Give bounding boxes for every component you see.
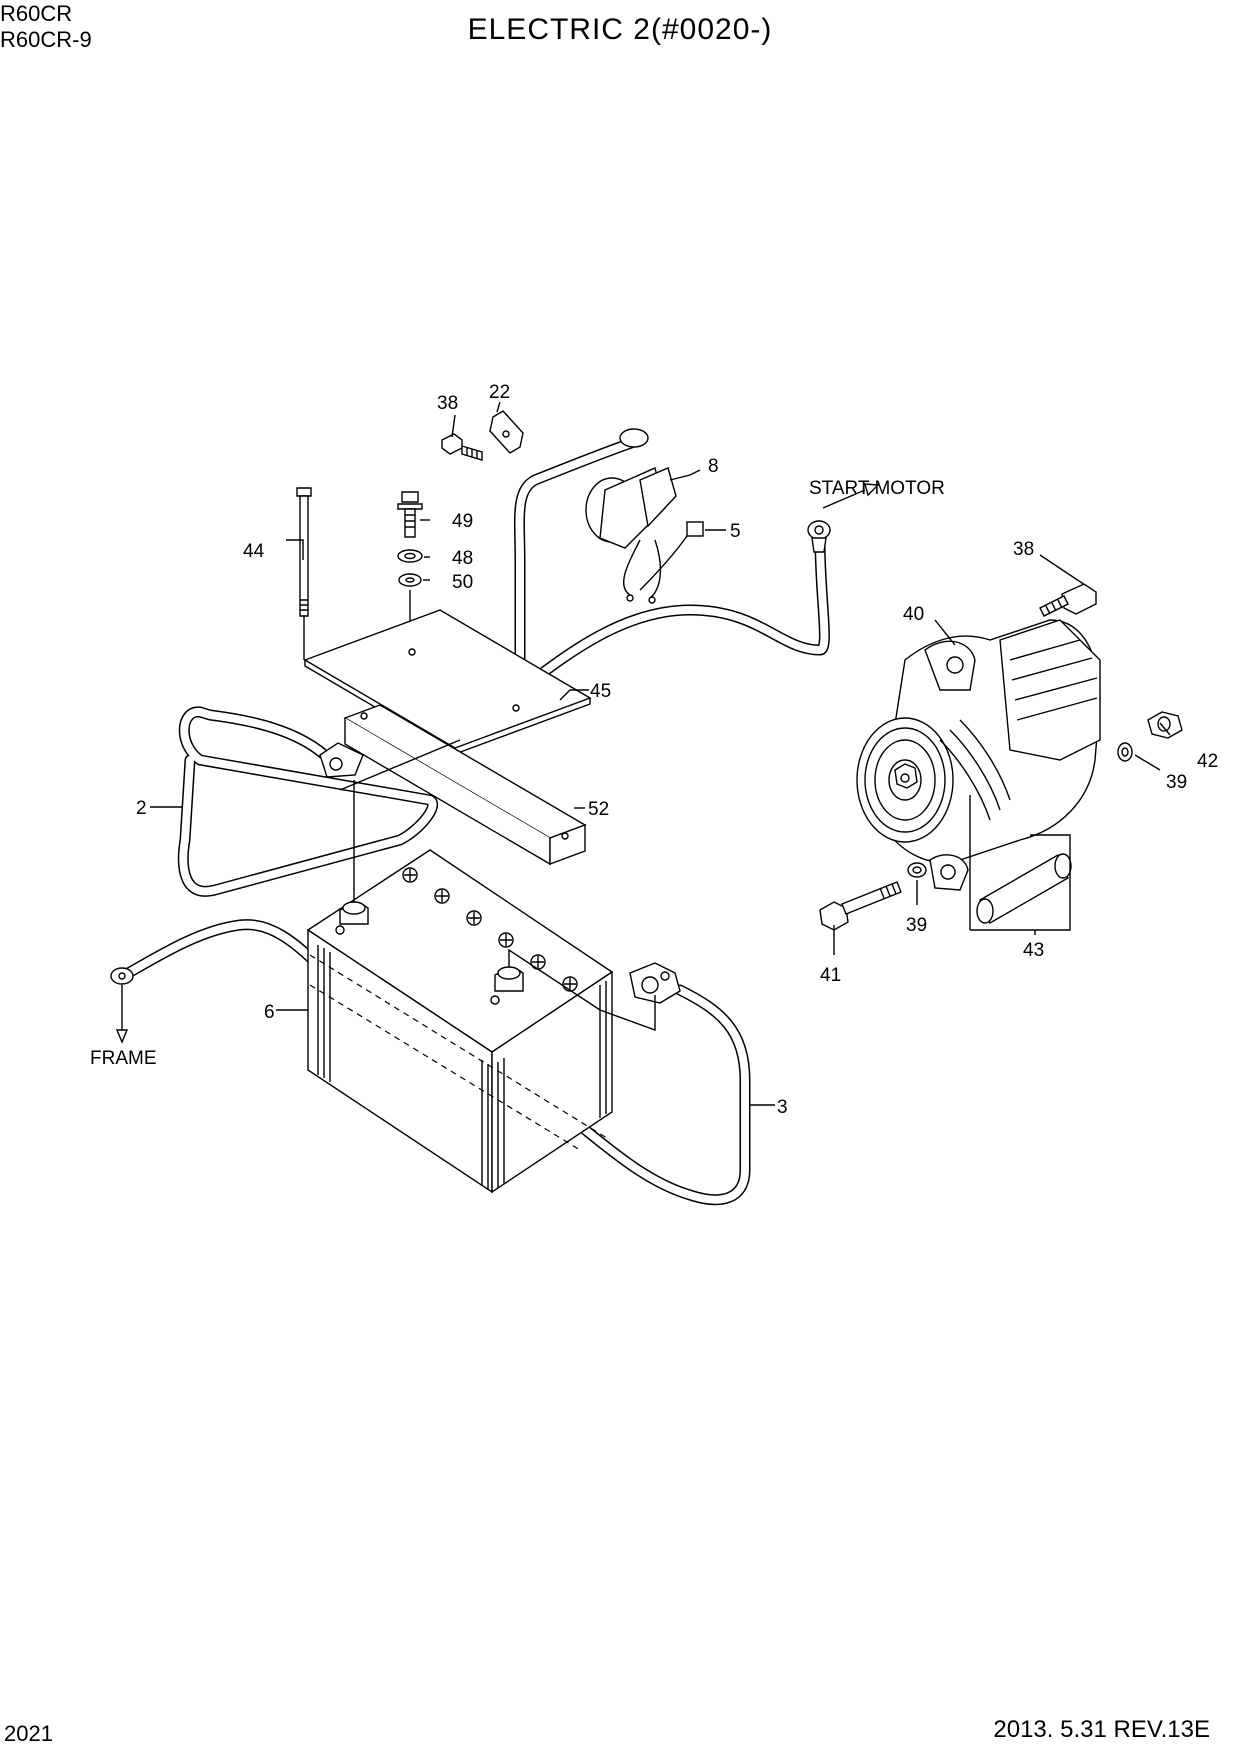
- collar-43: [969, 795, 1072, 931]
- label-start-motor: START MOTOR: [809, 478, 945, 499]
- label-part-39-right: 39: [1166, 772, 1187, 793]
- battery-relay-8: [489, 410, 704, 604]
- alternator-40: [856, 619, 1101, 891]
- page-number: 2021: [4, 1721, 53, 1746]
- label-part-52: 52: [588, 799, 609, 820]
- bolt-38-top: [441, 433, 483, 461]
- label-part-41: 41: [820, 965, 841, 986]
- label-part-50: 50: [452, 572, 473, 593]
- battery-6: [306, 780, 656, 1194]
- label-part-39-bottom: 39: [906, 915, 927, 936]
- label-part-45: 45: [590, 681, 611, 702]
- page-title: ELECTRIC 2(#0020-): [467, 13, 773, 46]
- washer-39-bottom: [907, 862, 927, 878]
- model-label-r60cr: R60CR: [0, 1, 73, 26]
- bolt-44: [296, 487, 312, 660]
- cable-2: [177, 706, 439, 897]
- nut-42: [1147, 711, 1183, 739]
- label-part-48: 48: [452, 548, 473, 569]
- label-part-3: 3: [777, 1097, 788, 1118]
- bar-52: [339, 704, 587, 866]
- bolt-41: [819, 881, 902, 931]
- label-part-22: 22: [489, 382, 510, 403]
- label-part-40: 40: [903, 604, 924, 625]
- label-part-2: 2: [136, 798, 147, 819]
- model-label-r60cr-9: R60CR-9: [0, 27, 92, 52]
- label-part-49: 49: [452, 511, 473, 532]
- label-part-38-alternator: 38: [1013, 539, 1034, 560]
- label-part-38-top: 38: [437, 393, 458, 414]
- label-part-42: 42: [1197, 751, 1218, 772]
- label-part-44: 44: [243, 541, 265, 562]
- start-motor-cable: [513, 428, 831, 702]
- cable-3: [110, 919, 751, 1206]
- label-part-6: 6: [264, 1002, 275, 1023]
- bolt-38-alternator: [1039, 554, 1097, 617]
- revision-date: 2013. 5.31 REV.13E: [993, 1716, 1210, 1743]
- label-part-43: 43: [1023, 940, 1044, 961]
- label-part-8: 8: [708, 456, 719, 477]
- label-frame: FRAME: [90, 1048, 157, 1069]
- fastener-stack: [397, 491, 423, 645]
- leader-lines: [115, 401, 1171, 1106]
- label-part-5: 5: [730, 521, 741, 542]
- washer-39-right: [1117, 742, 1133, 762]
